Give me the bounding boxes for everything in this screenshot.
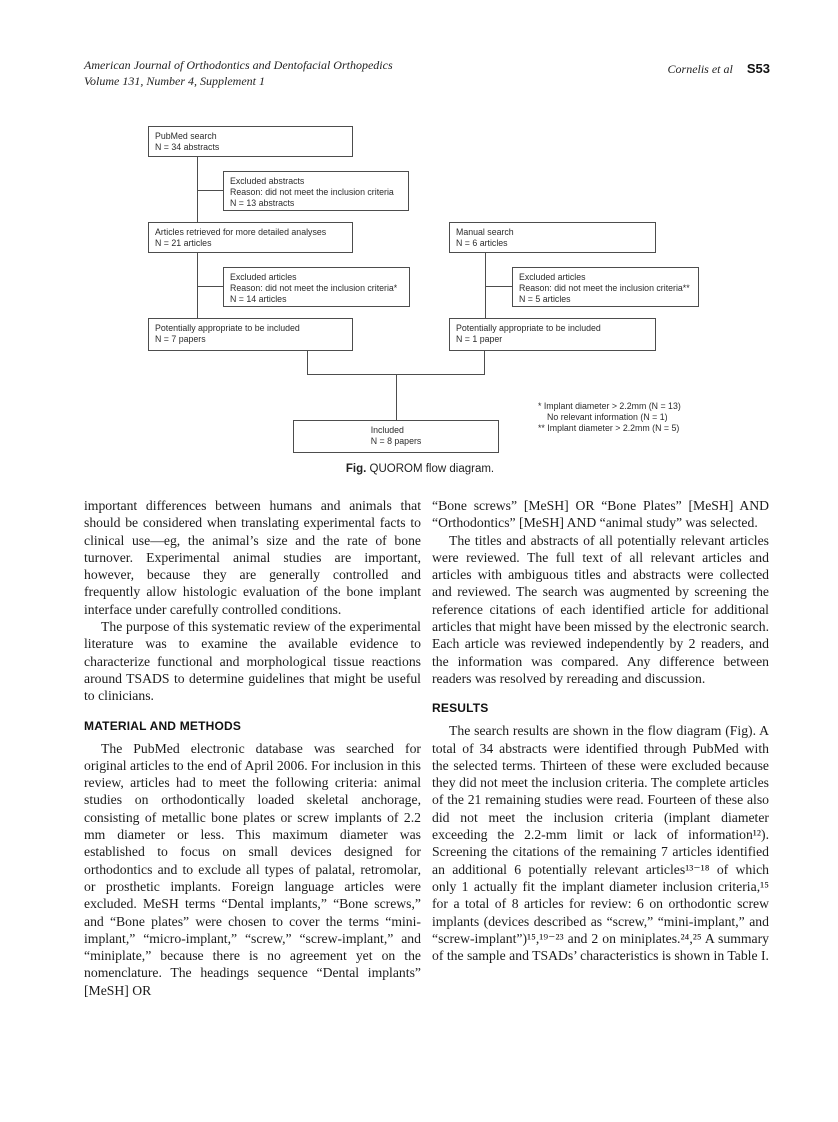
figure-label: Fig. <box>345 463 367 475</box>
flow-box-inner: Included N = 8 papers <box>371 425 422 448</box>
flow-box-line: N = 1 paper <box>456 334 503 344</box>
paragraph: important differences between humans and… <box>84 498 421 617</box>
flow-box-line: PubMed search <box>155 131 217 141</box>
flow-box-line: N = 8 papers <box>370 436 422 446</box>
paragraph: The titles and abstracts of all potentia… <box>432 532 769 686</box>
flow-box-line: Included <box>370 425 404 435</box>
flow-box-line: Reason: did not meet the inclusion crite… <box>230 187 394 197</box>
flow-box-line: N = 34 abstracts <box>155 142 220 152</box>
paragraph: The PubMed electronic database was searc… <box>84 740 421 998</box>
connector-line <box>396 374 398 420</box>
flow-box-line: N = 6 articles <box>456 238 508 248</box>
paragraph: The search results are shown in the flow… <box>432 723 769 964</box>
running-authors: Cornelis et al <box>667 62 733 76</box>
flow-box-line: N = 13 abstracts <box>230 198 295 208</box>
connector-line <box>485 286 513 288</box>
connector-line <box>197 253 199 318</box>
footnote-line: * Implant diameter > 2.2mm (N = 13) <box>538 401 681 411</box>
column-right: “Bone screws” [MeSH] OR “Bone Plates” [M… <box>432 497 769 964</box>
flow-box-line: N = 7 papers <box>155 334 206 344</box>
section-heading-material-and-methods: MATERIAL AND METHODS <box>84 718 242 733</box>
flow-box-potentially-appropriate-left: Potentially appropriate to be included N… <box>148 318 353 351</box>
section-heading-results: RESULTS <box>432 701 489 716</box>
flow-box-included: Included N = 8 papers <box>293 420 499 453</box>
flow-box-line: N = 5 articles <box>519 294 571 304</box>
flow-box-line: Potentially appropriate to be included <box>155 323 300 333</box>
journal-volume: Volume 131, Number 4, Supplement 1 <box>84 73 265 88</box>
flow-box-articles-retrieved: Articles retrieved for more detailed ana… <box>148 222 353 253</box>
paragraph: “Bone screws” [MeSH] OR “Bone Plates” [M… <box>432 498 769 531</box>
flow-box-line: Reason: did not meet the inclusion crite… <box>230 283 398 293</box>
flow-box-line: N = 14 articles <box>230 294 287 304</box>
running-header-right: Cornelis et al S53 <box>640 60 770 78</box>
flow-box-pubmed-search: PubMed search N = 34 abstracts <box>148 126 353 157</box>
flow-box-line: Articles retrieved for more detailed ana… <box>155 227 327 237</box>
connector-line <box>197 190 224 192</box>
flow-box-line: Manual search <box>456 227 514 237</box>
footnote-line: ** Implant diameter > 2.2mm (N = 5) <box>538 423 680 433</box>
connector-line <box>197 156 199 222</box>
running-header-left: American Journal of Orthodontics and Den… <box>84 58 393 89</box>
footnote-line: No relevant information (N = 1) <box>547 412 668 422</box>
flow-box-manual-search: Manual search N = 6 articles <box>449 222 656 253</box>
quorom-flow-diagram: PubMed search N = 34 abstracts Excluded … <box>0 0 838 490</box>
figure-caption-text: QUOROM flow diagram. <box>369 463 495 475</box>
flow-box-line: Excluded abstracts <box>230 176 305 186</box>
flow-box-line: Excluded articles <box>230 272 297 282</box>
connector-line <box>197 286 224 288</box>
connector-line <box>307 351 309 375</box>
column-left: important differences between humans and… <box>84 497 421 999</box>
connector-line <box>484 351 486 375</box>
flow-box-line: Reason: did not meet the inclusion crite… <box>519 283 690 293</box>
flow-box-line: Potentially appropriate to be included <box>456 323 601 333</box>
flow-box-line: Excluded articles <box>519 272 586 282</box>
flow-box-potentially-appropriate-right: Potentially appropriate to be included N… <box>449 318 656 351</box>
flow-box-excluded-abstracts: Excluded abstracts Reason: did not meet … <box>223 171 409 211</box>
connector-line <box>485 253 487 318</box>
page-number: S53 <box>746 61 770 76</box>
flow-box-excluded-articles-left: Excluded articles Reason: did not meet t… <box>223 267 410 307</box>
figure-caption: Fig. QUOROM flow diagram. <box>84 463 756 475</box>
paragraph: The purpose of this systematic review of… <box>84 619 421 704</box>
diagram-footnotes: * Implant diameter > 2.2mm (N = 13) No r… <box>538 401 681 434</box>
journal-title: American Journal of Orthodontics and Den… <box>84 58 393 72</box>
flow-box-line: N = 21 articles <box>155 238 212 248</box>
flow-box-excluded-articles-right: Excluded articles Reason: did not meet t… <box>512 267 699 307</box>
